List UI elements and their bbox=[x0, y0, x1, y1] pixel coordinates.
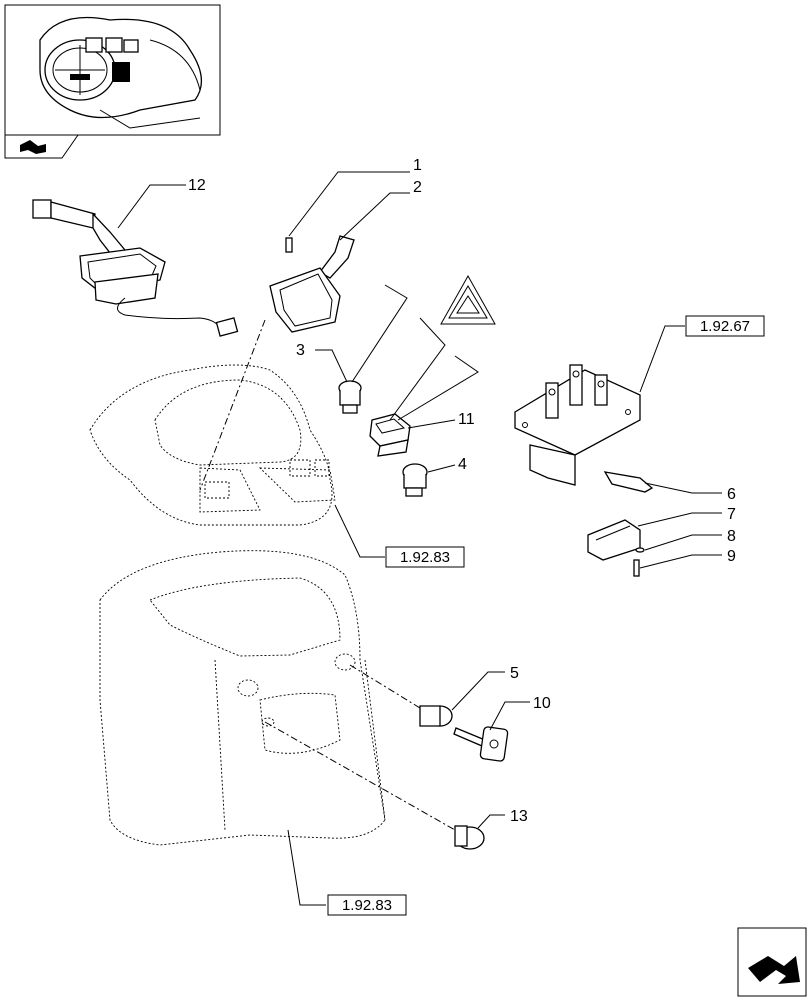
callout-12: 12 bbox=[188, 177, 206, 194]
callout-13: 13 bbox=[510, 808, 528, 825]
callout-10: 10 bbox=[533, 695, 551, 712]
tractor-cab-thumbnail bbox=[39, 16, 202, 129]
reference-box-1-92-83-dashboard[interactable]: 1.92.83 bbox=[385, 546, 465, 568]
ignition-switch-part-5 bbox=[419, 705, 453, 727]
reference-box-1-92-83-console[interactable]: 1.92.83 bbox=[327, 894, 407, 916]
bracket-assembly bbox=[514, 364, 641, 486]
relay-part-7 bbox=[587, 519, 641, 561]
console-outline bbox=[99, 550, 386, 846]
callout-8: 8 bbox=[727, 528, 736, 545]
reference-box-1-92-67[interactable]: 1.92.67 bbox=[685, 315, 765, 337]
callout-7: 7 bbox=[727, 506, 736, 523]
thumbnail-frame bbox=[4, 4, 221, 159]
rocker-switch-part-11 bbox=[369, 413, 411, 457]
dashboard-outline bbox=[89, 364, 336, 526]
washer-part-8 bbox=[635, 547, 645, 553]
callout-2: 2 bbox=[413, 179, 422, 196]
screw-part-9 bbox=[633, 559, 640, 577]
alignment-lines bbox=[199, 319, 456, 831]
callout-11: 11 bbox=[458, 411, 475, 428]
leader-lines bbox=[117, 171, 722, 906]
reference-label: 1.92.83 bbox=[342, 897, 392, 914]
callout-1: 1 bbox=[413, 157, 422, 174]
callout-9: 9 bbox=[727, 548, 736, 565]
reference-label: 1.92.67 bbox=[700, 318, 750, 335]
hazard-triangle-icon bbox=[440, 274, 496, 325]
screw-part-1 bbox=[285, 237, 293, 253]
callout-3: 3 bbox=[296, 342, 305, 359]
callout-5: 5 bbox=[510, 665, 519, 682]
switch-part-4 bbox=[402, 463, 428, 497]
power-socket-part-13 bbox=[454, 825, 485, 850]
callout-6: 6 bbox=[727, 486, 736, 503]
clip-part-6 bbox=[603, 471, 654, 493]
switch-part-3 bbox=[338, 380, 362, 414]
callout-4: 4 bbox=[458, 456, 467, 473]
next-page-arrow-icon[interactable] bbox=[737, 927, 807, 997]
control-lever-part-12 bbox=[32, 199, 239, 337]
next-page-arrow-icon[interactable] bbox=[20, 140, 46, 154]
ignition-key-part-10 bbox=[453, 726, 509, 762]
control-lever-part-2 bbox=[269, 235, 355, 333]
reference-label: 1.92.83 bbox=[400, 549, 450, 566]
